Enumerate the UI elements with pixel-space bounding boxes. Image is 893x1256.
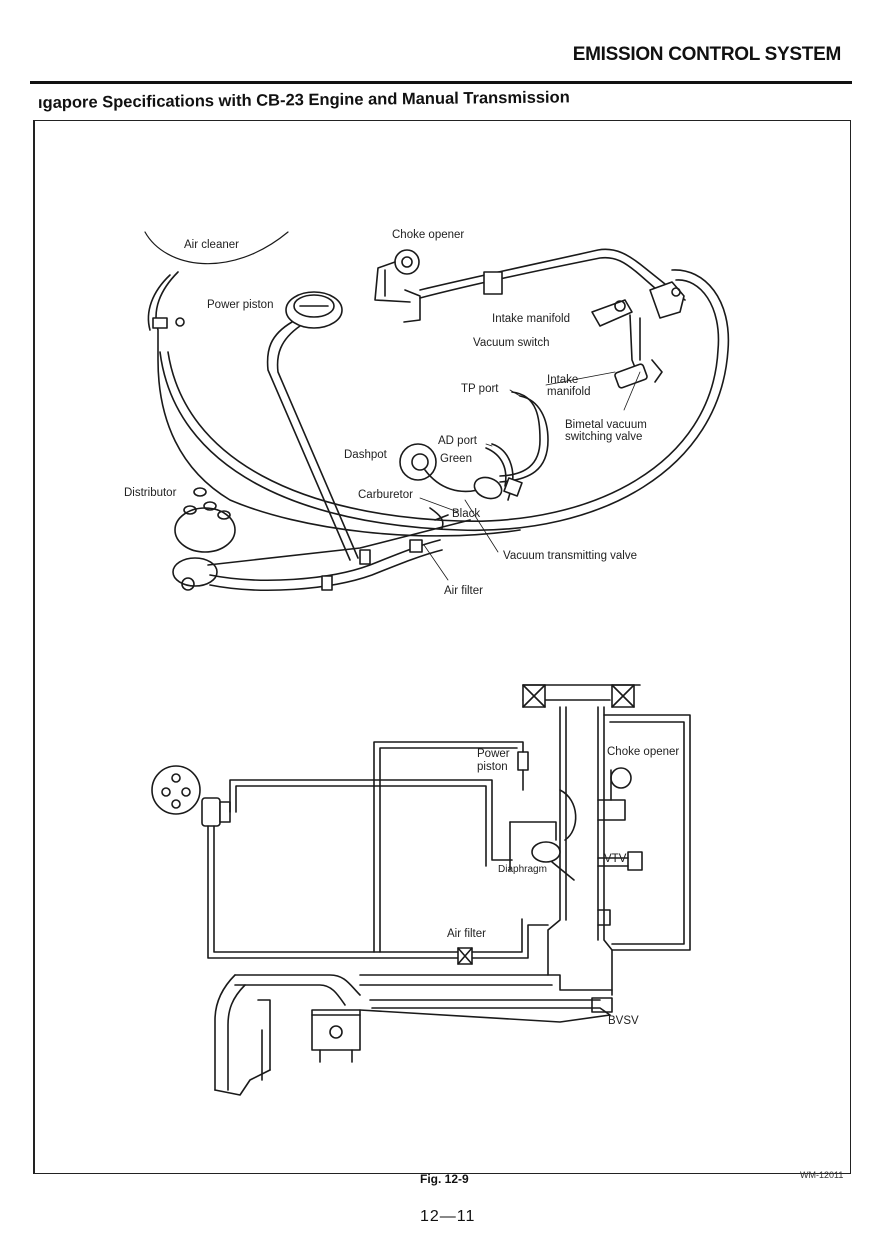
air-cleaner-outline [144,231,289,265]
power-piston [285,291,343,329]
label-choke-opener-bottom: Choke opener [607,746,680,758]
outer-vacuum-hose [159,269,730,532]
label-tp-port: TP port [461,383,499,395]
label-bvsv: BVSV [608,1015,639,1027]
figure-caption: Fig. 12-9 [420,1172,469,1186]
bimetal-vacuum-switching-valve [614,363,648,389]
label-diaphragm: Diaphragm [498,864,547,875]
label-dashpot: Dashpot [344,449,387,461]
page-number: 12—11 [420,1208,476,1225]
label-intake-manifold-2-line1: Intake [547,374,579,386]
vtv [627,851,643,871]
dashpot [399,443,437,481]
label-vacuum-switch: Vacuum switch [473,337,550,349]
label-power-line1: Power [477,748,510,760]
label-choke-opener: Choke opener [392,229,465,241]
figure-frame [33,120,851,1174]
air-cleaner-hose [155,271,521,537]
label-ad-port: AD port [438,435,477,447]
label-power-line2: piston [477,761,508,773]
diaphragm [531,841,561,863]
distributor-diaphragm [172,557,218,587]
label-vtv: VTV [604,853,627,865]
label-intake-manifold-2-line2: manifold [547,386,591,398]
label-vacuum-transmitting-valve: Vacuum transmitting valve [503,550,638,562]
choke-opener-bottom [610,767,632,789]
header-rule [30,81,852,84]
label-air-cleaner: Air cleaner [184,239,239,251]
choke-opener-body [394,249,420,275]
power-piston-bottom [517,751,529,771]
label-green: Green [440,453,472,465]
page-header-title: EMISSION CONTROL SYSTEM [572,44,842,65]
label-black: Black [452,508,481,520]
vacuum-transmitting-valve [473,476,503,500]
label-air-filter-bottom: Air filter [447,928,486,940]
label-bimetal-line1: Bimetal vacuum [565,419,647,431]
label-air-filter-top: Air filter [444,585,483,597]
figure-code: WM-12011 [800,1170,844,1180]
intake-manifold [359,974,613,991]
label-power-piston: Power piston [207,299,274,311]
engine-piston [311,1014,361,1051]
label-distributor: Distributor [124,487,177,499]
distributor-bottom [151,765,201,815]
vacuum-switch [591,299,633,327]
label-carburetor: Carburetor [358,489,413,501]
distributor-cap [174,507,236,553]
label-bimetal-line2: switching valve [565,431,643,443]
label-intake-manifold-1: Intake manifold [492,313,570,325]
